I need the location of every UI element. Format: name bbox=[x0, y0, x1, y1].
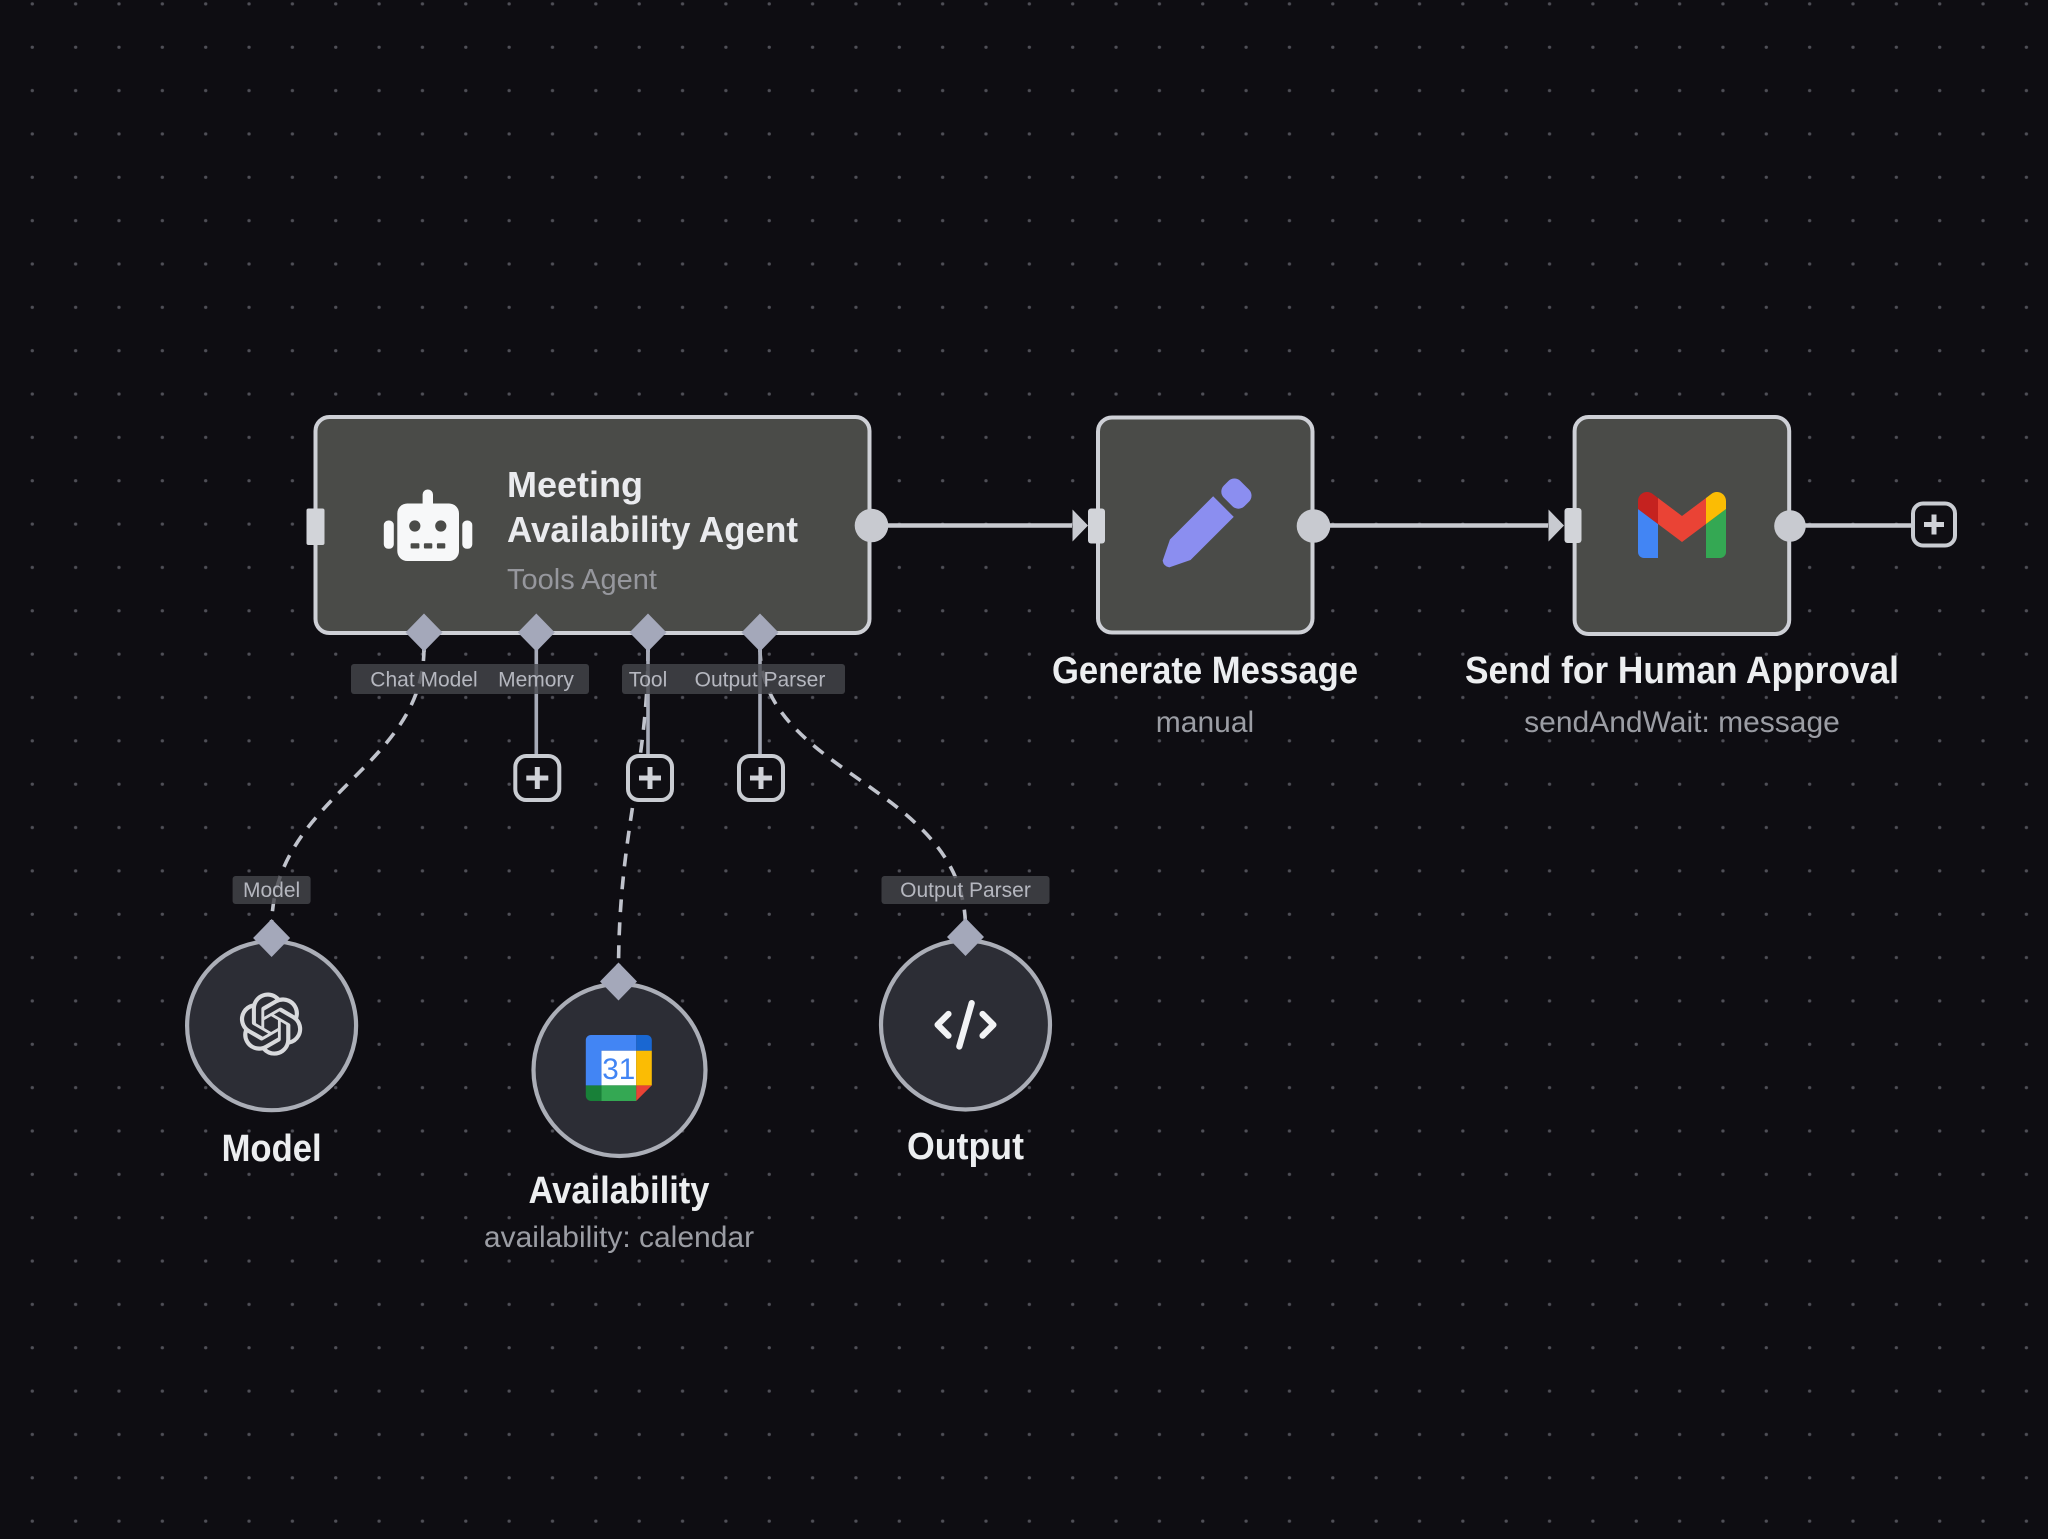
svg-text:Output Parser: Output Parser bbox=[900, 879, 1031, 902]
svg-text:Output: Output bbox=[907, 1126, 1024, 1168]
svg-text:Availability: Availability bbox=[529, 1170, 710, 1212]
svg-text:Availability Agent: Availability Agent bbox=[507, 509, 798, 550]
svg-text:availability: calendar: availability: calendar bbox=[484, 1221, 754, 1254]
svg-text:sendAndWait: message: sendAndWait: message bbox=[1524, 706, 1840, 739]
svg-text:Model: Model bbox=[243, 879, 300, 902]
svg-text:Meeting: Meeting bbox=[507, 464, 643, 505]
svg-text:Tool: Tool bbox=[629, 669, 668, 692]
svg-text:manual: manual bbox=[1156, 706, 1254, 739]
svg-text:Memory: Memory bbox=[498, 669, 574, 692]
svg-text:Send for Human Approval: Send for Human Approval bbox=[1465, 650, 1899, 692]
svg-text:Model: Model bbox=[222, 1128, 322, 1170]
svg-text:Chat Model: Chat Model bbox=[370, 669, 477, 692]
svg-text:Output Parser: Output Parser bbox=[695, 669, 826, 692]
svg-text:Generate Message: Generate Message bbox=[1052, 650, 1358, 692]
svg-text:Tools Agent: Tools Agent bbox=[507, 564, 657, 596]
svg-text:31: 31 bbox=[602, 1053, 635, 1086]
